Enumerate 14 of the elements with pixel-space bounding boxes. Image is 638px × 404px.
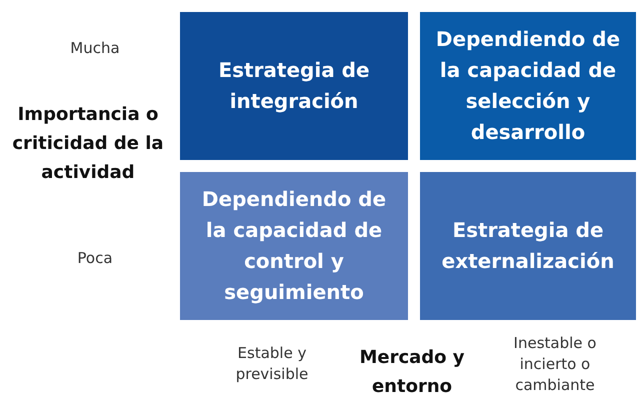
quadrant-text: Dependiendo de la capacidad de control y seguimiento [200,186,388,306]
quadrant-text: Dependiendo de la capacidad de selección y desarrollo [434,26,622,146]
axis-label: Poca [76,248,114,269]
axis-label: Estable y previsible [234,343,310,385]
quadrant-box [180,12,408,160]
quadrant-text: Estrategia de externalización [440,217,616,275]
axis-title: Mercado y entorno [358,346,466,399]
axis-label: Inestable o incierto o cambiante [512,333,598,396]
axis-label: Mucha [69,38,121,59]
quadrant-text: Estrategia de integración [217,57,371,115]
quadrant-box [180,172,408,320]
quadrant-box [420,12,636,160]
axis-title: Importancia o criticidad de la actividad [11,103,165,185]
quadrant-box [420,172,636,320]
